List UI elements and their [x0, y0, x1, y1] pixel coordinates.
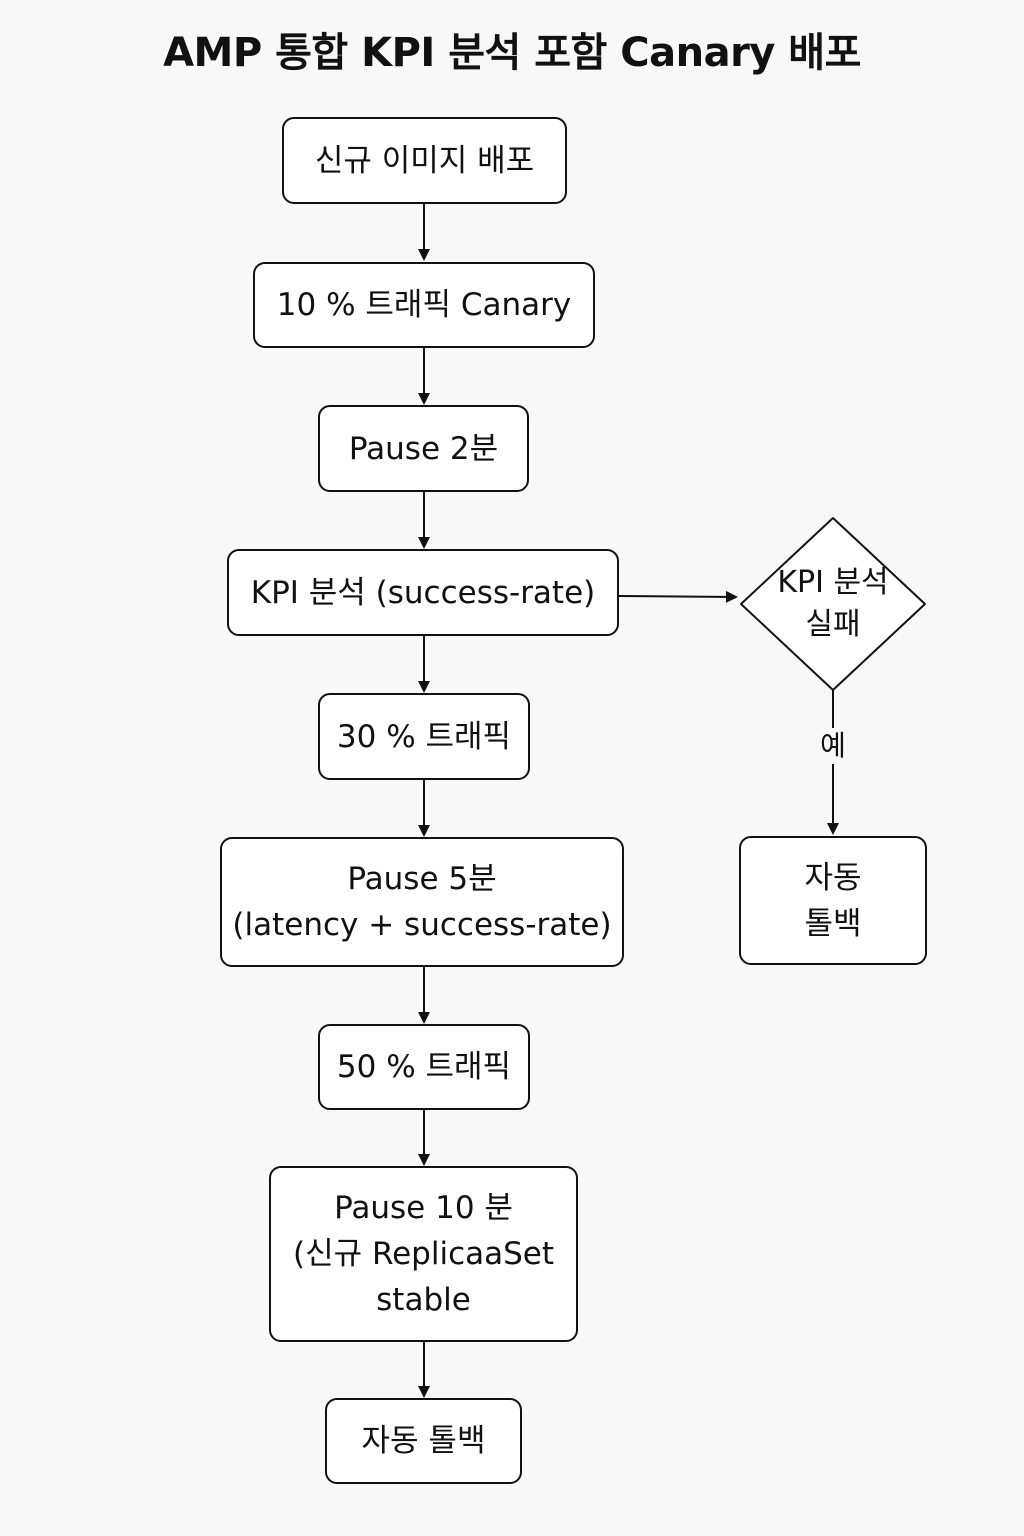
node-pause-10: Pause 10 분 (신규 ReplicaaSet stable	[269, 1166, 578, 1342]
node-kpi-analysis: KPI 분석 (success-rate)	[227, 549, 619, 636]
edge-kpi-to-kpi-fail	[618, 590, 738, 603]
decision-diamond-shape	[740, 517, 926, 691]
node-canary-10: 10 % 트래픽 Canary	[253, 262, 595, 348]
node-traffic-30: 30 % 트래픽	[318, 693, 530, 780]
node-pause-5: Pause 5분 (latency + success-rate)	[220, 837, 624, 967]
node-pause-2: Pause 2분	[318, 405, 529, 492]
decision-kpi-fail-label: KPI 분석 실패	[777, 565, 889, 642]
decision-kpi-fail: KPI 분석 실패	[739, 516, 927, 692]
node-auto-rollback: 자동 톨백	[325, 1398, 522, 1484]
edge-label-yes: 예	[811, 728, 855, 764]
page-title: AMP 통합 KPI 분석 포함 Canary 배포	[163, 30, 861, 76]
node-auto-rollback-side: 자동 톨백	[739, 836, 927, 965]
node-traffic-50: 50 % 트래픽	[318, 1024, 530, 1110]
node-deploy-image: 신규 이미지 배포	[282, 117, 567, 204]
